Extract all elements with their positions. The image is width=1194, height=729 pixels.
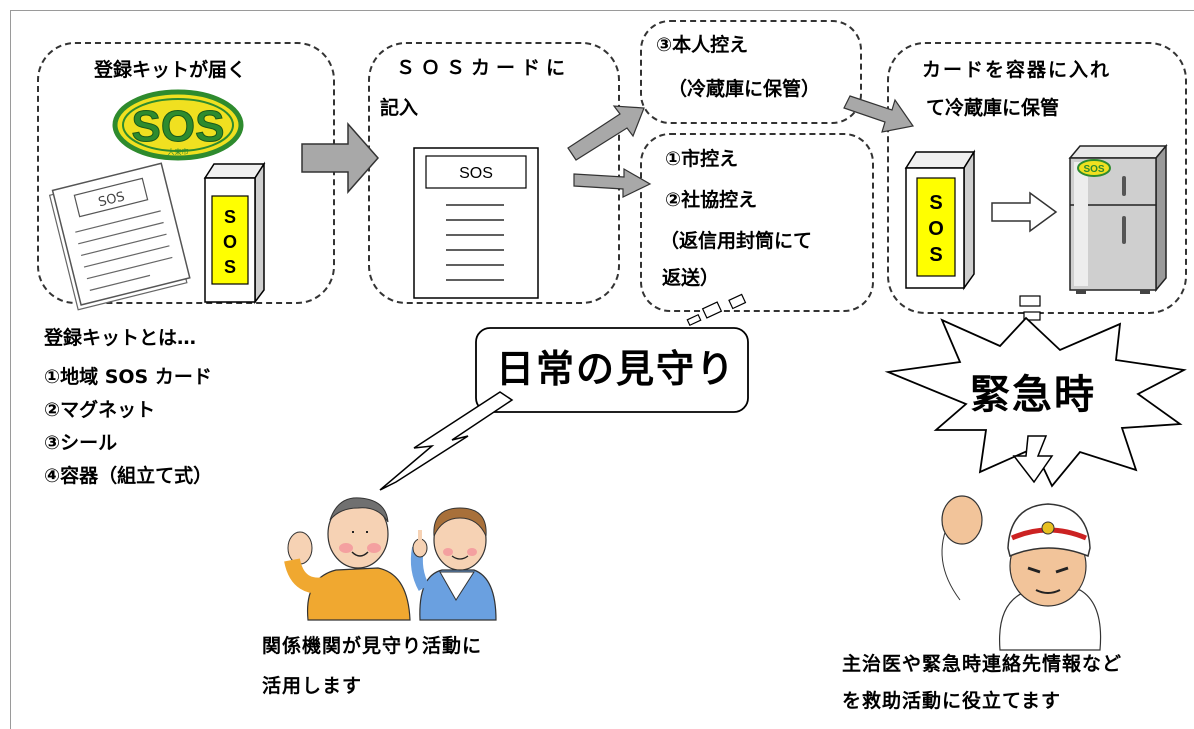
copy3-box <box>640 20 862 124</box>
thought-dot-3 <box>686 313 702 327</box>
copy3-line2: （冷蔵庫に保管） <box>668 78 821 100</box>
step2-title-line2: 記入 <box>380 97 419 119</box>
emergency-caption-line2: を救助活動に役立てます <box>842 690 1062 712</box>
copy12-box <box>640 133 874 312</box>
card2-sos-text: SOS <box>459 165 493 182</box>
container-s2: S <box>929 192 942 214</box>
arrow-to-copy12 <box>573 167 652 198</box>
sos-container-step4: S O S <box>904 149 976 291</box>
arrow-to-fridge <box>991 191 1058 233</box>
container-s1: S <box>224 207 236 227</box>
sos-card-step2: SOS <box>413 147 539 299</box>
copy12-line3: （返信用封筒にて <box>660 230 813 252</box>
watchers-illustration <box>284 497 497 621</box>
kit-item-3: ③シール <box>44 432 118 454</box>
arrow-step1-to-step2 <box>301 122 380 194</box>
lightning-to-people <box>379 391 514 491</box>
refrigerator-illustration: SOS <box>1068 143 1168 294</box>
sos-logo: SOS 大東市 <box>112 89 244 161</box>
copy12-line2: ②社協控え <box>665 189 758 211</box>
daily-caption-line2: 活用します <box>262 675 363 697</box>
sos-logo-text: SOS <box>132 102 225 151</box>
daily-watch-box <box>475 327 749 413</box>
kit-item-1: ①地域 SOS カード <box>44 366 212 388</box>
copy12-line4: 返送） <box>662 267 720 289</box>
thought-dot-4 <box>1019 295 1041 307</box>
sos-logo-subtext: 大東市 <box>168 147 189 156</box>
container-s1b: S <box>224 257 236 277</box>
copy12-line1: ①市控え <box>665 148 739 170</box>
kit-item-2: ②マグネット <box>44 399 156 421</box>
step4-title-line1: カードを容器に入れ <box>922 59 1112 81</box>
container-o2: O <box>928 218 944 240</box>
sos-card-paper: SOS <box>48 162 191 311</box>
frame-top-border <box>10 10 1194 11</box>
thought-dot-1 <box>728 293 747 310</box>
lightning-to-rescuer <box>1012 435 1054 484</box>
arrow-to-copy3 <box>567 105 645 161</box>
fridge-logo-text: SOS <box>1083 164 1104 175</box>
frame-left-border <box>10 10 11 729</box>
emergency-caption-line1: 主治医や緊急時連絡先情報など <box>842 653 1123 675</box>
sos-container-step1: S O S <box>203 161 266 305</box>
container-o1: O <box>223 232 237 252</box>
emergency-burst <box>884 316 1187 488</box>
thought-dot-5 <box>1023 311 1041 321</box>
step1-box <box>37 42 335 304</box>
rescuer-illustration <box>929 495 1102 651</box>
container-s2b: S <box>929 244 942 266</box>
kit-heading: 登録キットとは… <box>44 327 197 349</box>
step2-title-line1: ＳＯＳカードに <box>396 57 572 79</box>
daily-caption-line1: 関係機関が見守り活動に <box>262 635 483 657</box>
copy3-line1: ③本人控え <box>656 34 749 56</box>
daily-watch-label: 日常の見守り <box>496 347 737 391</box>
card-sos-text: SOS <box>97 189 127 210</box>
step4-title-line2: て冷蔵庫に保管 <box>926 97 1060 119</box>
step2-box <box>368 42 620 304</box>
step1-title: 登録キットが届く <box>94 59 247 81</box>
emergency-label: 緊急時 <box>970 372 1096 418</box>
thought-dot-2 <box>701 301 723 319</box>
kit-item-4: ④容器（組立て式） <box>44 465 213 487</box>
arrow-to-step4 <box>843 95 915 133</box>
